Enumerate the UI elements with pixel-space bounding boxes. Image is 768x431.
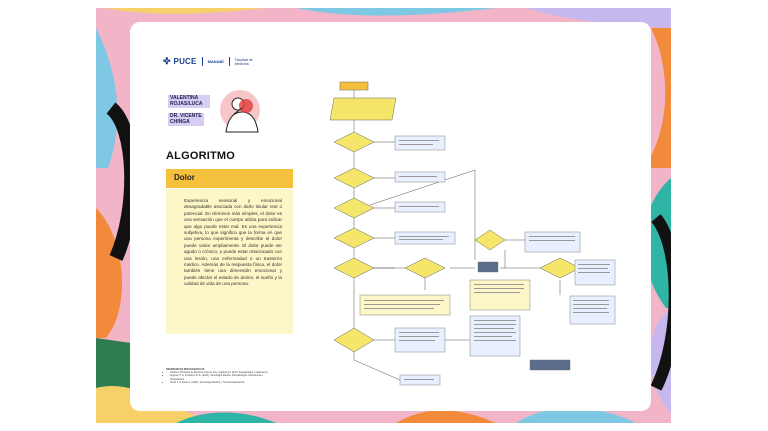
author-tag: VALENTINA ROJAS/LUCA xyxy=(168,95,210,108)
flowchart xyxy=(329,81,616,386)
university-logo: ✜ PUCE MANABÍ Facultad de Medicina xyxy=(163,56,265,67)
pain-illustration-icon xyxy=(220,90,260,133)
references-heading: REFERENCIAS BIBLIOGRÁFICAS xyxy=(166,368,205,371)
page-title: ALGORITMO xyxy=(166,150,236,162)
puce-emblem-icon: ✜ xyxy=(163,56,171,66)
logo-divider xyxy=(201,57,203,66)
topic-header: Dolor xyxy=(166,169,293,188)
reference-item: Argente H. A. & Álvarez M. E. (2021). Se… xyxy=(170,374,274,380)
logo-campus: MANABÍ xyxy=(207,59,224,64)
references: REFERENCIAS BIBLIOGRÁFICAS Harrison Prin… xyxy=(166,368,274,384)
logo-divider-2 xyxy=(228,57,230,66)
definition-box: Experiencia sensorial y emocional desagr… xyxy=(166,189,293,334)
logo-faculty: Facultad de Medicina xyxy=(234,57,253,66)
topic-label: Dolor xyxy=(174,173,195,182)
definition-text: Experiencia sensorial y emocional desagr… xyxy=(184,198,282,287)
author-tag: DR. VICENTE CHINGA xyxy=(168,113,204,126)
logo-university: PUCE xyxy=(173,57,197,66)
reference-item: Harrison Principios de Medicina Interna,… xyxy=(170,371,274,374)
reference-item: Surós J. & Surós A. (2001). Semiología M… xyxy=(170,381,274,384)
